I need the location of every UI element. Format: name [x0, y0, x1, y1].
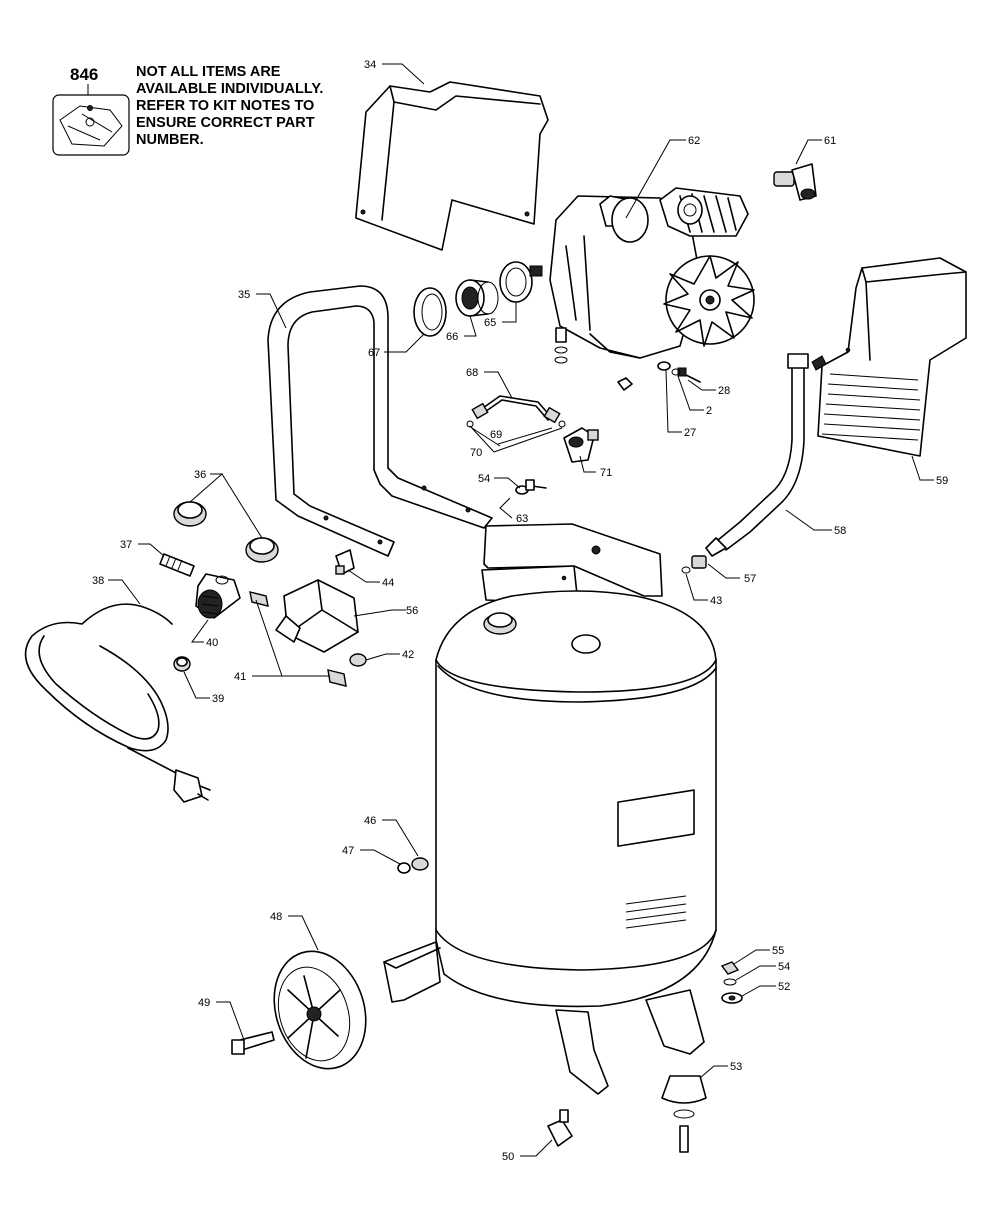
- part-54-washer-lower: [723, 978, 737, 986]
- part-44-fitting: [335, 549, 355, 575]
- part-38-power-cord: [24, 603, 211, 803]
- kit-number: 846: [70, 65, 98, 84]
- part-48-wheel: [273, 950, 367, 1070]
- callout-43: 56: [406, 605, 418, 617]
- part-57-nut: [691, 555, 707, 569]
- callout-42: 42: [402, 649, 414, 661]
- callout-50: 50: [502, 1151, 514, 1163]
- part-62-motor-pump: [549, 187, 755, 359]
- callout-67: 67: [368, 347, 380, 359]
- part-71-check-valve: [563, 427, 599, 463]
- callout-47: 47: [342, 845, 354, 857]
- part-43-pressure-switch: [275, 579, 359, 653]
- part-37-coupler: [159, 553, 195, 577]
- callout-48: 48: [270, 911, 282, 923]
- part-55-nut: [720, 961, 740, 975]
- part-52-washer: [721, 992, 743, 1004]
- part-68-tube: [479, 395, 553, 421]
- part-39-plug: [173, 656, 191, 672]
- callout-37: 37: [120, 539, 132, 551]
- part-59-cover: [811, 257, 967, 457]
- part-63-bolt: [525, 479, 547, 491]
- callout-63: 63: [516, 513, 528, 525]
- part-69-nuts: [471, 402, 561, 424]
- motor-mount-hardware: [554, 327, 633, 391]
- part-65-ring: [499, 261, 543, 303]
- callout-28: 28: [718, 385, 730, 397]
- part-53-rubber-foot: [661, 1075, 707, 1153]
- callout-2: 2: [706, 405, 712, 417]
- part-36-gauges: [173, 501, 279, 563]
- callout-53: 53: [730, 1061, 742, 1073]
- callout-52: 52: [778, 981, 790, 993]
- callout-40: 40: [206, 637, 218, 649]
- callout-69: 69: [490, 429, 502, 441]
- callout-59: 59: [936, 475, 948, 487]
- part-35-handle: [267, 285, 493, 557]
- part-56-ferrule: [681, 566, 691, 574]
- callout-34: 34: [364, 59, 376, 71]
- part-66-bearing: [455, 279, 499, 317]
- part-41-nipples: [249, 591, 347, 687]
- callout-61: 61: [824, 135, 836, 147]
- part-61-elbow-fitting: [773, 163, 817, 201]
- part-70-ferrules: [466, 420, 566, 428]
- callout-54-upper: 54: [478, 473, 490, 485]
- callout-41: 41: [234, 671, 246, 683]
- callout-35: 35: [238, 289, 250, 301]
- part-49-bolt: [231, 1031, 275, 1055]
- callout-66: 66: [446, 331, 458, 343]
- callout-62: 62: [688, 135, 700, 147]
- kit-note-text: NOT ALL ITEMS ARE AVAILABLE INDIVIDUALLY…: [136, 64, 324, 148]
- callout-54-lower: 54: [778, 961, 790, 973]
- part-46-nut: [411, 857, 429, 871]
- callout-68: 68: [466, 367, 478, 379]
- callout-58: 58: [834, 525, 846, 537]
- callout-71: 71: [600, 467, 612, 479]
- kit-icon: 846: [52, 65, 130, 156]
- leader-lines: [108, 63, 934, 1157]
- callout-labels: 34 62 61 35 67 66 65 68 28 2 27 69 70 71…: [92, 59, 948, 1163]
- part-2-washer: [671, 368, 681, 376]
- part-34-shroud: [355, 81, 549, 251]
- part-47-washer: [397, 862, 411, 874]
- tank-legs: [383, 941, 705, 1095]
- callout-56: 43: [710, 595, 722, 607]
- callout-27: 27: [684, 427, 696, 439]
- callout-36: 36: [194, 469, 206, 481]
- part-27-washer: [657, 361, 671, 371]
- callout-39: 39: [212, 693, 224, 705]
- callout-65: 65: [484, 317, 496, 329]
- callout-70: 70: [470, 447, 482, 459]
- part-67-cap: [413, 287, 447, 337]
- callout-46: 46: [364, 815, 376, 827]
- part-40-manifold: [195, 573, 241, 619]
- callout-44: 44: [382, 577, 394, 589]
- callout-38: 38: [92, 575, 104, 587]
- part-50-drain-valve: [547, 1109, 573, 1147]
- callout-49: 49: [198, 997, 210, 1009]
- part-42-nut: [349, 653, 367, 667]
- callout-55: 55: [772, 945, 784, 957]
- air-tank: [435, 523, 717, 1008]
- part-58-outlet-tube: [705, 353, 809, 557]
- callout-57: 57: [744, 573, 756, 585]
- part-28-bolt: [677, 367, 701, 383]
